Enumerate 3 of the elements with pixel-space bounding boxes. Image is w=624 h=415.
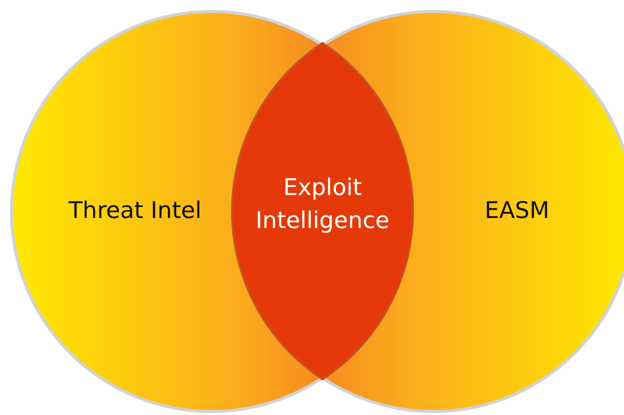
venn-label: Threat Intel <box>67 196 203 226</box>
venn-label: EASM <box>484 196 550 226</box>
venn-label: Exploit Intelligence <box>254 174 390 236</box>
